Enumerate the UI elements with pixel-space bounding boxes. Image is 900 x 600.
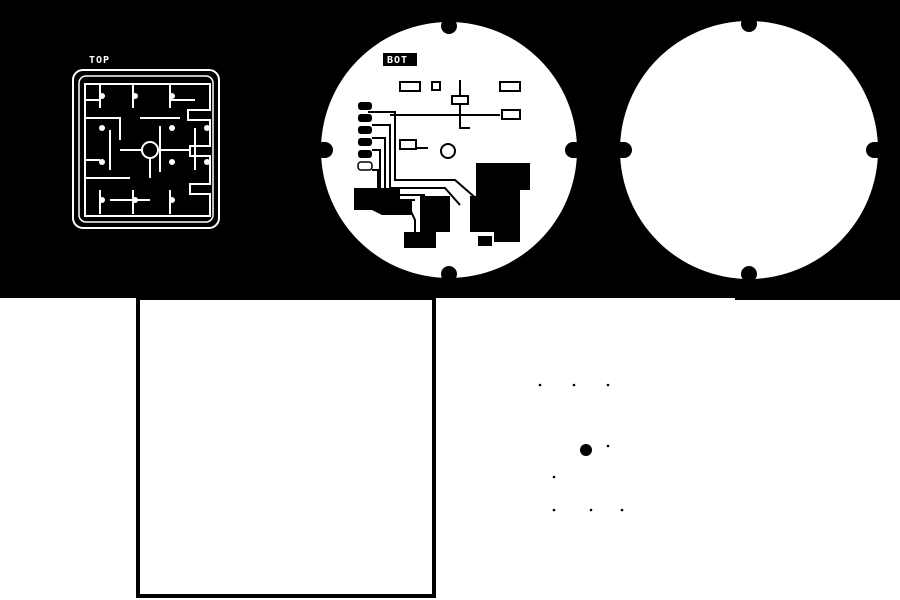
film-strip-right bbox=[735, 290, 900, 300]
top-key-traces bbox=[84, 83, 211, 217]
blank-round-panel bbox=[614, 16, 884, 282]
top-board-outline-inner bbox=[78, 75, 214, 223]
bottom-layer-label: BOT bbox=[387, 55, 408, 66]
bottom-label-box bbox=[383, 53, 417, 66]
bottom-connector-pads bbox=[357, 102, 373, 171]
bottom-layer-panel: BOT bbox=[315, 18, 583, 282]
large-drill-hole bbox=[580, 444, 592, 456]
bottom-copper-pours bbox=[354, 163, 530, 248]
top-layer-label: TOP bbox=[89, 55, 110, 66]
top-center-hole bbox=[141, 141, 159, 159]
top-layer-panel: TOP bbox=[72, 55, 220, 229]
bottom-board-disc bbox=[321, 22, 577, 278]
blank-board-disc bbox=[620, 21, 878, 279]
blank-mount-notches bbox=[614, 16, 884, 282]
top-pads bbox=[99, 93, 210, 203]
top-board-outline-outer bbox=[72, 69, 220, 229]
bottom-mount-notches bbox=[315, 18, 583, 282]
drill-hole-markers bbox=[538, 383, 624, 512]
square-board-outline bbox=[136, 296, 436, 598]
bottom-components bbox=[399, 81, 521, 159]
